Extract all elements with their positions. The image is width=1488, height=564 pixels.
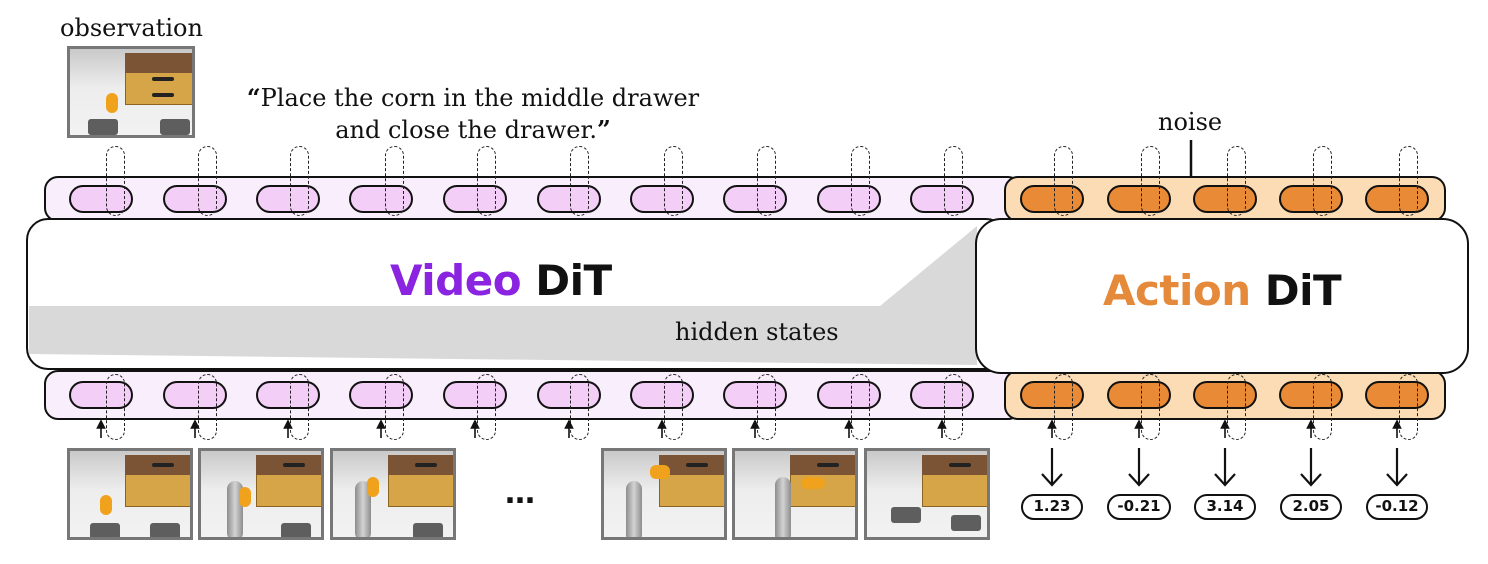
video-token xyxy=(910,381,974,409)
instruction-line-2: and close the drawer. xyxy=(335,116,597,144)
dashed-token-outline xyxy=(477,146,496,216)
action-value: -0.12 xyxy=(1366,494,1428,520)
instruction-text: “Place the corn in the middle drawer and… xyxy=(228,82,718,146)
video-token xyxy=(349,381,413,409)
video-token xyxy=(69,381,133,409)
video-dit-word: DiT xyxy=(535,256,612,305)
dashed-token-outline xyxy=(1054,374,1073,440)
dashed-token-outline xyxy=(757,374,776,440)
dashed-token-outline xyxy=(944,146,963,216)
dashed-token-outline xyxy=(106,146,125,216)
input-arrows xyxy=(96,419,1402,438)
dashed-token-outline xyxy=(1399,374,1418,440)
dashed-token-outline xyxy=(757,146,776,216)
dashed-token-outline xyxy=(477,374,496,440)
dashed-token-outline xyxy=(1313,374,1332,440)
video-frame xyxy=(601,448,727,540)
video-token xyxy=(817,185,881,213)
output-arrows xyxy=(1041,448,1408,487)
dashed-token-outline xyxy=(385,374,404,440)
action-token xyxy=(1193,381,1257,409)
video-token xyxy=(443,381,507,409)
dashed-token-outline xyxy=(1313,146,1332,216)
action-word: Action xyxy=(1103,266,1251,315)
video-token xyxy=(817,381,881,409)
dashed-token-outline xyxy=(664,146,683,216)
action-value: 2.05 xyxy=(1280,494,1342,520)
dashed-token-outline xyxy=(851,146,870,216)
dashed-token-outline xyxy=(1141,374,1160,440)
dashed-token-outline xyxy=(1227,374,1246,440)
action-dit-title: Action DiT xyxy=(1103,266,1342,315)
instruction-line-1: Place the corn in the middle drawer xyxy=(260,84,700,112)
action-token xyxy=(1193,185,1257,213)
video-token xyxy=(630,185,694,213)
video-token xyxy=(537,185,601,213)
video-frame xyxy=(330,448,456,540)
video-frame xyxy=(732,448,858,540)
video-frame xyxy=(67,448,193,540)
dashed-token-outline xyxy=(290,146,309,216)
video-token xyxy=(256,381,320,409)
action-dit-word: DiT xyxy=(1264,266,1342,315)
noise-label: noise xyxy=(1158,108,1223,136)
action-value: 3.14 xyxy=(1194,494,1256,520)
video-token xyxy=(723,381,787,409)
action-token xyxy=(1365,381,1429,409)
dashed-token-outline xyxy=(385,146,404,216)
video-frame xyxy=(864,448,990,540)
action-dit-block xyxy=(975,218,1469,374)
dashed-token-outline xyxy=(106,374,125,440)
video-token xyxy=(910,185,974,213)
dashed-token-outline xyxy=(664,374,683,440)
video-dit-title: Video DiT xyxy=(390,256,612,305)
dashed-token-outline xyxy=(1399,146,1418,216)
dashed-token-outline xyxy=(570,146,589,216)
action-token xyxy=(1279,381,1343,409)
dashed-token-outline xyxy=(1141,146,1160,216)
action-token xyxy=(1020,185,1084,213)
action-token xyxy=(1107,381,1171,409)
observation-label: observation xyxy=(60,14,203,42)
video-token xyxy=(256,185,320,213)
dashed-token-outline xyxy=(198,374,217,440)
dashed-token-outline xyxy=(1227,146,1246,216)
action-value: 1.23 xyxy=(1021,494,1083,520)
video-frame xyxy=(198,448,324,540)
hidden-states-label: hidden states xyxy=(675,318,839,346)
video-token xyxy=(443,185,507,213)
action-token xyxy=(1279,185,1343,213)
video-word: Video xyxy=(390,256,522,305)
frames-ellipsis: … xyxy=(505,476,535,511)
video-token xyxy=(723,185,787,213)
action-value: -0.21 xyxy=(1107,494,1171,520)
dashed-token-outline xyxy=(944,374,963,440)
dashed-token-outline xyxy=(1054,146,1073,216)
close-quote: ” xyxy=(596,115,611,144)
dashed-token-outline xyxy=(290,374,309,440)
dashed-token-outline xyxy=(851,374,870,440)
action-token xyxy=(1020,381,1084,409)
video-token xyxy=(630,381,694,409)
action-token xyxy=(1107,185,1171,213)
video-token xyxy=(537,381,601,409)
observation-image xyxy=(67,46,195,138)
action-token xyxy=(1365,185,1429,213)
open-quote: “ xyxy=(246,83,261,112)
dashed-token-outline xyxy=(198,146,217,216)
dashed-token-outline xyxy=(570,374,589,440)
